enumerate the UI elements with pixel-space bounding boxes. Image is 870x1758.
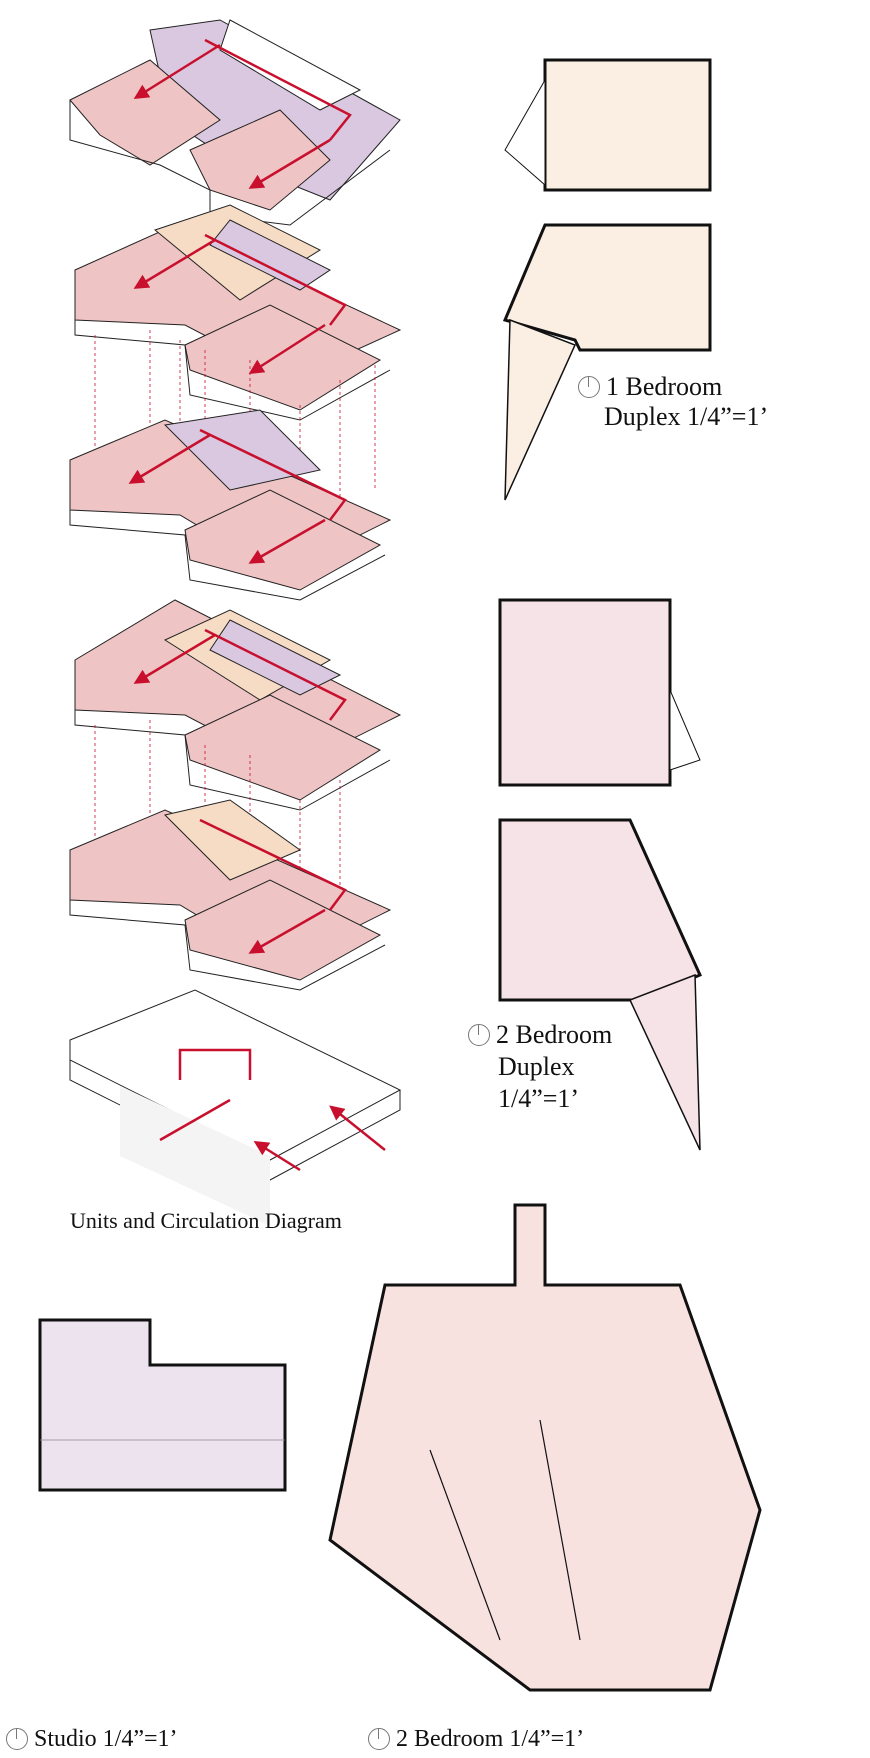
plan-studio	[38, 1318, 287, 1492]
label-studio: Studio 1/4”=1’	[6, 1724, 178, 1754]
axon-level-roof	[69, 19, 401, 226]
axon-level-lower-pair	[69, 409, 392, 601]
north-arrow-icon	[468, 1024, 490, 1046]
label-2-bedroom-duplex: 2 Bedroom	[468, 1020, 612, 1050]
label-1-bedroom-duplex-line2: Duplex 1/4”=1’	[604, 402, 769, 431]
plan-2-bedroom-duplex-lower	[498, 818, 703, 1151]
label-1-bedroom-duplex-line1: 1 Bedroom	[606, 372, 723, 401]
north-arrow-icon	[578, 376, 600, 398]
north-arrow-icon	[368, 1728, 390, 1750]
axon-level-upper-pair-2	[74, 599, 402, 811]
axon-level-upper-pair	[74, 204, 402, 421]
axon-ground-floor	[69, 989, 402, 1226]
label-2-bedroom-duplex-line3: 1/4”=1’	[498, 1084, 580, 1113]
label-studio-text: Studio 1/4”=1’	[34, 1726, 178, 1752]
north-arrow-icon	[6, 1728, 28, 1750]
label-2-bedroom-duplex-line2: Duplex	[498, 1052, 575, 1081]
label-1-bedroom-duplex: 1 Bedroom	[578, 372, 722, 402]
plan-1-bedroom-duplex-upper	[504, 58, 712, 192]
label-2-bedroom-duplex-line1: 2 Bedroom	[496, 1020, 613, 1049]
plan-2-bedroom-duplex-upper	[498, 598, 701, 787]
diagram-caption: Units and Circulation Diagram	[70, 1208, 342, 1233]
plan-2-bedroom	[328, 1203, 762, 1692]
label-2-bedroom: 2 Bedroom 1/4”=1’	[368, 1724, 584, 1754]
plan-1-bedroom-duplex-lower	[502, 223, 712, 501]
axon-level-lower-pair-2	[69, 799, 392, 991]
label-2-bedroom-text: 2 Bedroom 1/4”=1’	[396, 1726, 585, 1752]
